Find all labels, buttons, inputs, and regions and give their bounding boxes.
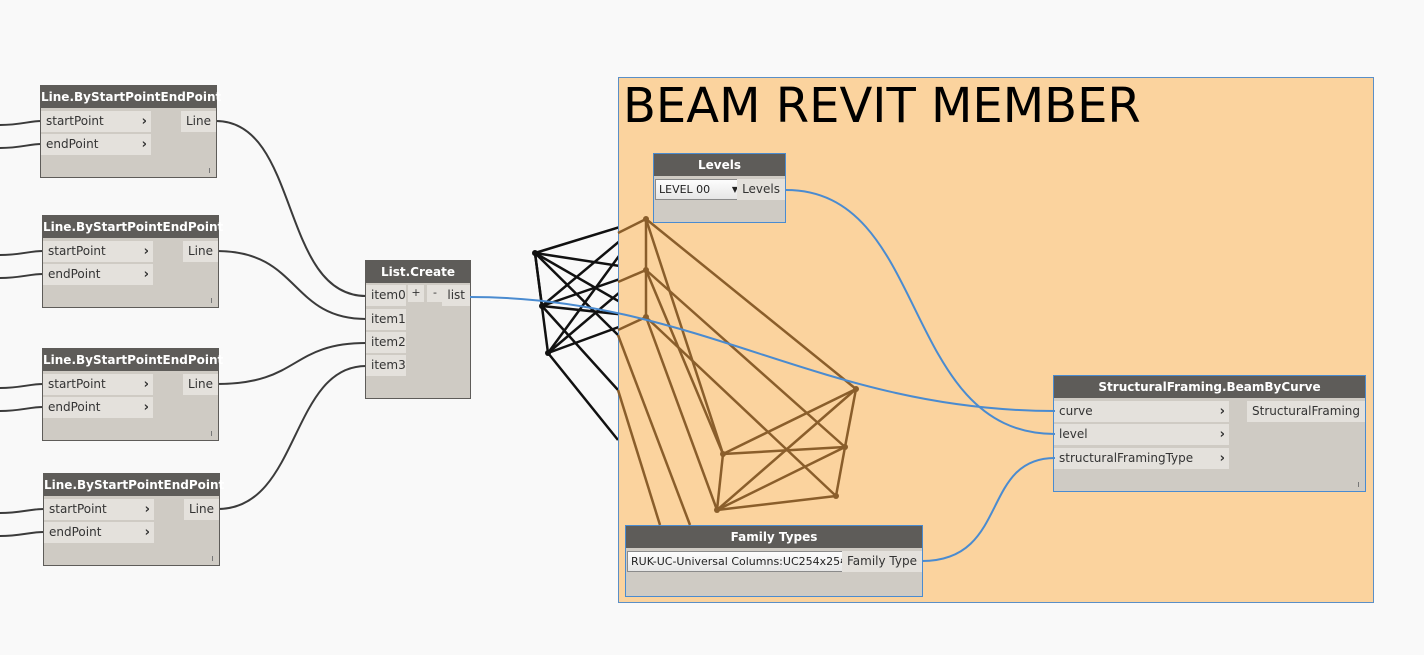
chevron-right-icon: ›: [144, 502, 150, 517]
line-node-4[interactable]: Line.ByStartPointEndPoint startPoint › en…: [43, 473, 224, 566]
node-title: Line.ByStartPointEndPoint: [41, 86, 221, 108]
node-title: Family Types: [626, 526, 922, 548]
output-line[interactable]: Line: [180, 111, 216, 132]
port-label: startPoint: [48, 244, 106, 258]
resize-handle[interactable]: [211, 431, 212, 436]
input-item2[interactable]: item2: [366, 332, 406, 353]
chevron-right-icon: ›: [1219, 451, 1225, 466]
input-curve[interactable]: curve ›: [1054, 401, 1229, 422]
group-title[interactable]: BEAM REVIT MEMBER: [623, 78, 1141, 134]
port-label: level: [1059, 427, 1088, 441]
family-types-node[interactable]: Family Types RUK-UC-Universal Columns:UC…: [625, 525, 923, 597]
dropdown-value: RUK-UC-Universal Columns:UC254x254x73: [631, 555, 868, 568]
add-input-button[interactable]: +: [408, 285, 424, 302]
output-levels[interactable]: Levels: [737, 179, 785, 200]
chevron-right-icon: ›: [143, 400, 149, 415]
line-node-1[interactable]: Line.ByStartPointEndPoint startPoint › en…: [40, 85, 221, 178]
input-start-point[interactable]: startPoint ›: [43, 241, 153, 262]
chevron-right-icon: ›: [141, 137, 147, 152]
output-line[interactable]: Line: [183, 499, 219, 520]
resize-handle[interactable]: [211, 298, 212, 303]
input-end-point[interactable]: endPoint ›: [41, 134, 151, 155]
levels-node[interactable]: Levels LEVEL 00 ▼ Levels: [653, 153, 786, 223]
family-type-dropdown[interactable]: RUK-UC-Universal Columns:UC254x254x73 ▼: [627, 551, 868, 572]
line-node-3[interactable]: Line.ByStartPointEndPoint startPoint › en…: [42, 348, 223, 441]
list-create-node[interactable]: List.Create item0 item1 item2 item3 + - …: [365, 260, 471, 399]
chevron-right-icon: ›: [143, 244, 149, 259]
dropdown-arrow-icon: ▼: [731, 185, 738, 194]
port-label: endPoint: [46, 137, 99, 151]
node-title: List.Create: [366, 261, 470, 283]
port-label: startPoint: [49, 502, 107, 516]
node-title: Line.ByStartPointEndPoint: [43, 349, 223, 371]
input-item1[interactable]: item1: [366, 309, 406, 330]
input-end-point[interactable]: endPoint ›: [43, 397, 153, 418]
node-title: Line.ByStartPointEndPoint: [43, 216, 223, 238]
resize-handle[interactable]: [209, 168, 210, 173]
input-start-point[interactable]: startPoint ›: [43, 374, 153, 395]
port-label: startPoint: [48, 377, 106, 391]
level-dropdown[interactable]: LEVEL 00 ▼: [655, 179, 743, 200]
chevron-right-icon: ›: [143, 377, 149, 392]
chevron-right-icon: ›: [141, 114, 147, 129]
line-node-2[interactable]: Line.ByStartPointEndPoint startPoint › en…: [42, 215, 223, 308]
output-family-type[interactable]: Family Type: [842, 551, 922, 572]
node-title: Levels: [654, 154, 785, 176]
resize-handle[interactable]: [1358, 482, 1359, 487]
port-label: endPoint: [48, 400, 101, 414]
input-item3[interactable]: item3: [366, 355, 406, 376]
input-end-point[interactable]: endPoint ›: [44, 522, 154, 543]
chevron-right-icon: ›: [1219, 404, 1225, 419]
input-item0[interactable]: item0: [366, 285, 406, 306]
output-structural-framing[interactable]: StructuralFraming: [1247, 401, 1365, 422]
remove-input-button[interactable]: -: [427, 285, 443, 302]
input-start-point[interactable]: startPoint ›: [41, 111, 151, 132]
output-line[interactable]: Line: [182, 374, 218, 395]
port-label: startPoint: [46, 114, 104, 128]
input-start-point[interactable]: startPoint ›: [44, 499, 154, 520]
port-label: curve: [1059, 404, 1093, 418]
output-list[interactable]: list: [442, 285, 470, 306]
input-end-point[interactable]: endPoint ›: [43, 264, 153, 285]
port-label: structuralFramingType: [1059, 451, 1194, 465]
input-structural-framing-type[interactable]: structuralFramingType ›: [1054, 448, 1229, 469]
node-title: StructuralFraming.BeamByCurve: [1054, 376, 1365, 398]
resize-handle[interactable]: [212, 556, 213, 561]
chevron-right-icon: ›: [1219, 427, 1225, 442]
output-line[interactable]: Line: [182, 241, 218, 262]
node-title: Line.ByStartPointEndPoint: [44, 474, 224, 496]
input-level[interactable]: level ›: [1054, 424, 1229, 445]
chevron-right-icon: ›: [143, 267, 149, 282]
chevron-right-icon: ›: [144, 525, 150, 540]
dropdown-value: LEVEL 00: [659, 183, 711, 196]
port-label: endPoint: [49, 525, 102, 539]
beam-by-curve-node[interactable]: StructuralFraming.BeamByCurve curve › lev…: [1053, 375, 1366, 492]
port-label: endPoint: [48, 267, 101, 281]
wires-lines-to-list: [0, 120, 367, 537]
